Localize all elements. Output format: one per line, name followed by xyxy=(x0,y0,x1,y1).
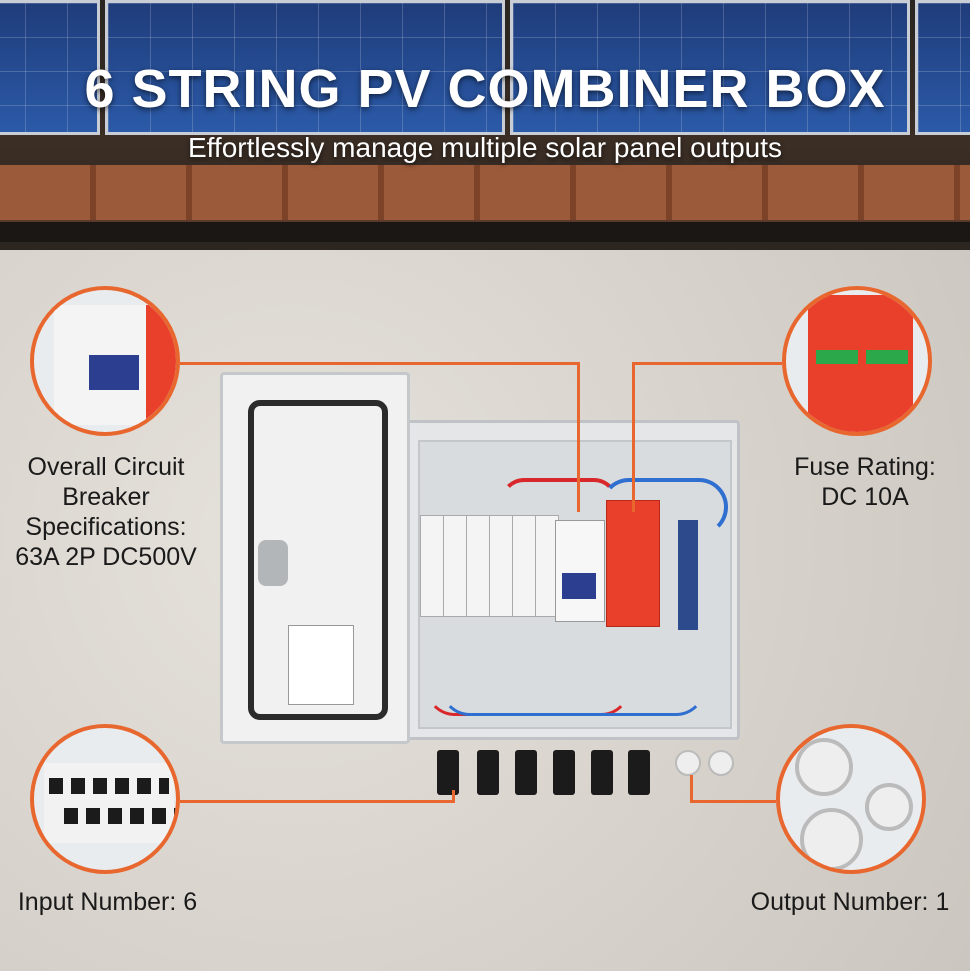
breaker-leader-line xyxy=(577,362,580,512)
mc4-input-connector xyxy=(591,750,613,795)
terminal-busbar xyxy=(678,520,698,630)
solar-panel xyxy=(510,0,910,135)
input-detail-circle xyxy=(30,724,180,874)
output-number-text: Output Number: 1 xyxy=(750,888,950,916)
fuse-detail-circle xyxy=(782,286,932,436)
mc4-input-connector xyxy=(437,750,459,795)
input-leader-line xyxy=(452,790,455,803)
breaker-spec-line: Overall Circuit xyxy=(27,453,185,481)
headline: 6 STRING PV COMBINER BOX xyxy=(84,59,886,119)
tagline: Effortlessly manage multiple solar panel… xyxy=(187,132,783,163)
spec-label-plate xyxy=(288,625,354,705)
mc4-input-connector xyxy=(628,750,650,795)
fuse-spec-line: Fuse Rating: xyxy=(794,453,936,481)
circuit-breaker xyxy=(555,520,605,622)
roof-tiles xyxy=(0,165,970,228)
fuse-spec-line: DC 10A xyxy=(821,483,909,511)
breaker-spec-line: Specifications: xyxy=(25,513,187,541)
gutter xyxy=(0,222,970,242)
fuse-holder xyxy=(420,515,444,617)
output-detail-circle xyxy=(776,724,926,874)
door-latch xyxy=(258,540,288,586)
red-wiring xyxy=(500,478,618,526)
mc4-input-connector xyxy=(477,750,499,795)
fuse-holder xyxy=(466,515,490,617)
mc4-input-connector xyxy=(553,750,575,795)
fuse-holder xyxy=(512,515,536,617)
fuse-holder xyxy=(443,515,467,617)
cable-gland xyxy=(675,750,701,776)
output-leader-line xyxy=(690,775,693,803)
breaker-leader-line xyxy=(180,362,580,365)
solar-panel xyxy=(0,0,100,135)
breaker-spec-line: Breaker xyxy=(62,483,150,511)
solar-panel xyxy=(105,0,505,135)
input-leader-line xyxy=(180,800,455,803)
fuse-spec-text: Fuse Rating: DC 10A xyxy=(760,452,970,512)
breaker-spec-text: Overall Circuit Breaker Specifications: … xyxy=(0,452,212,572)
blue-wiring xyxy=(440,640,706,716)
blue-wiring xyxy=(600,478,728,536)
cable-gland xyxy=(708,750,734,776)
breaker-spec-line: 63A 2P DC500V xyxy=(15,543,197,571)
input-number-text: Input Number: 6 xyxy=(17,888,198,916)
fuse-holder xyxy=(489,515,513,617)
output-leader-line xyxy=(690,800,776,803)
breaker-detail-circle xyxy=(30,286,180,436)
solar-panel xyxy=(915,0,970,135)
door-gasket xyxy=(248,400,388,720)
fuse-leader-line xyxy=(632,362,782,365)
fuse-leader-line xyxy=(632,362,635,512)
mc4-input-connector xyxy=(515,750,537,795)
